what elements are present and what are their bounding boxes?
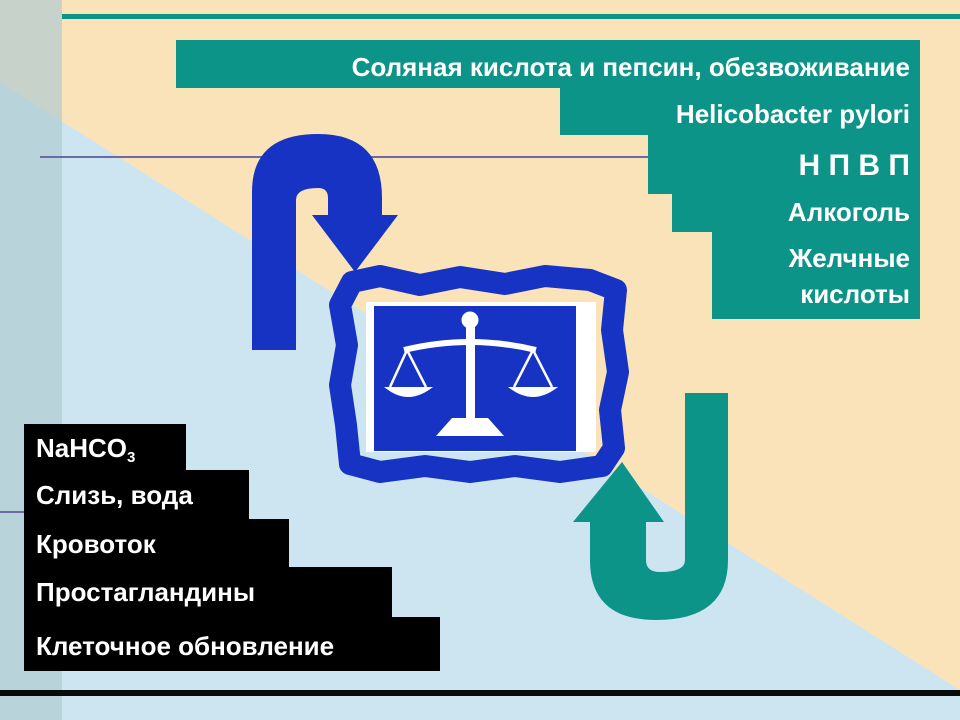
- factor-bile-acids: Желчные кислоты: [712, 232, 920, 319]
- factor-bile-acids-line2: кислоты: [800, 279, 910, 309]
- factor-npvp-text: Н П В П: [798, 149, 910, 182]
- factor-prostaglandins-text: Простагландины: [36, 577, 256, 607]
- factor-helicobacter: Helicobacter pylori: [560, 88, 920, 135]
- factor-npvp: Н П В П: [648, 135, 920, 194]
- factor-bile-acids-line1: Желчные: [788, 243, 910, 273]
- factor-nahco3-subscript: 3: [127, 449, 136, 466]
- factor-nahco3: NaHCO3: [24, 424, 186, 470]
- factor-mucus-water-text: Слизь, вода: [36, 480, 193, 510]
- factor-hcl-pepsin: Соляная кислота и пепсин, обезвоживание: [176, 40, 920, 88]
- factor-blood-flow-text: Кровоток: [36, 529, 156, 559]
- factor-helicobacter-text: Helicobacter pylori: [675, 99, 910, 129]
- factor-alcohol-text: Алкоголь: [787, 197, 910, 227]
- factor-hcl-pepsin-text: Соляная кислота и пепсин, обезвоживание: [351, 52, 910, 82]
- factor-cell-renewal: Клеточное обновление: [24, 617, 440, 671]
- factor-alcohol: Алкоголь: [672, 194, 920, 232]
- factor-prostaglandins: Простагландины: [24, 567, 392, 617]
- factor-nahco3-text: NaHCO: [36, 433, 128, 463]
- factor-mucus-water: Слизь, вода: [24, 470, 249, 519]
- factor-blood-flow: Кровоток: [24, 519, 289, 567]
- factor-cell-renewal-text: Клеточное обновление: [36, 631, 335, 661]
